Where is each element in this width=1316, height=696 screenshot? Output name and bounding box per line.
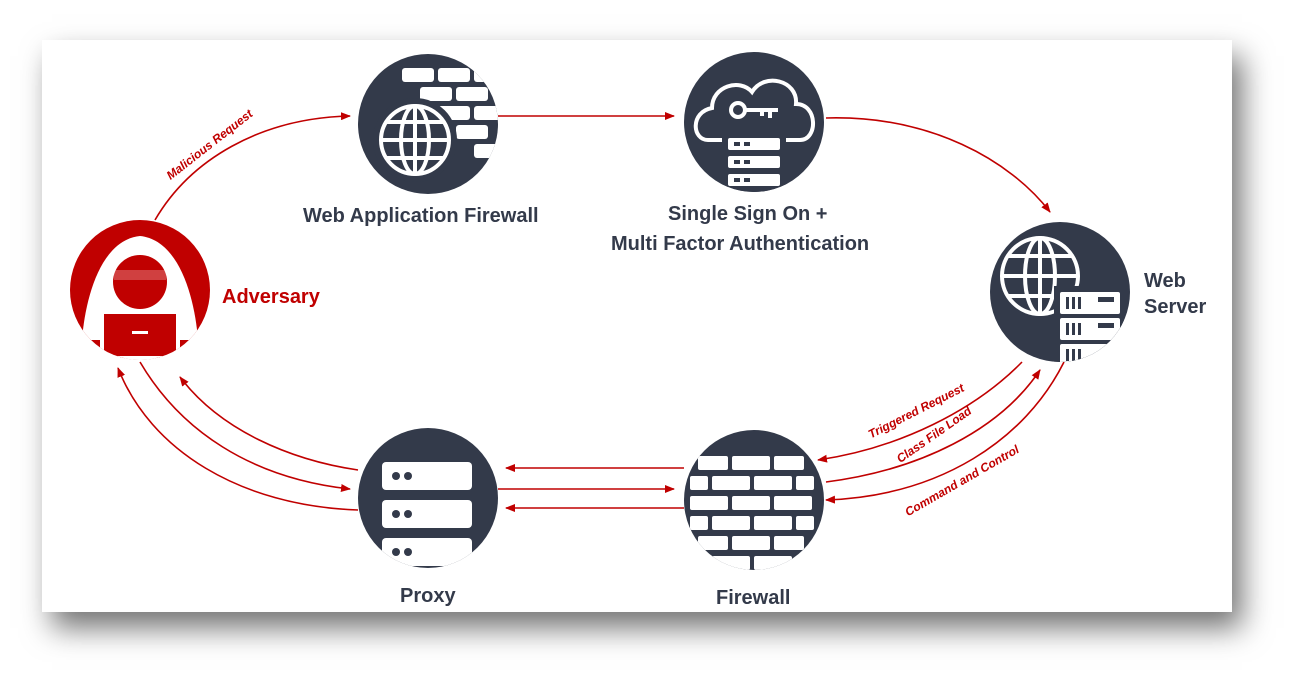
server-rack-icon xyxy=(382,462,472,566)
arrows xyxy=(117,112,1065,512)
arrow-webserver-to-firewall-c2 xyxy=(825,361,1065,504)
arrow-firewall-to-webserver-classload xyxy=(825,369,1041,483)
arrow-adversary-to-proxy xyxy=(139,361,351,492)
arrow-adversary-to-waf xyxy=(154,112,351,221)
waf-label: Web Application Firewall xyxy=(303,205,539,227)
arrow-webserver-to-firewall-triggered xyxy=(817,361,1023,463)
hooded-hacker-icon xyxy=(82,236,198,360)
sso-label-line1: Single Sign On + xyxy=(668,203,828,225)
firewall-label: Firewall xyxy=(716,587,791,609)
proxy-label: Proxy xyxy=(400,585,456,607)
webserver-label-line2: Server xyxy=(1144,296,1207,318)
brick-wall-icon xyxy=(690,456,814,570)
cloud-key-server-icon xyxy=(693,78,815,192)
sso-label-line2: Multi Factor Authentication xyxy=(611,233,870,255)
arrow-sso-to-webserver xyxy=(825,117,1051,213)
adversary-label: Adversary xyxy=(222,286,320,308)
firewall-node xyxy=(684,430,824,570)
globe-firewall-icon xyxy=(373,68,498,182)
waf-node xyxy=(358,54,498,194)
sso-node xyxy=(684,52,824,192)
arrow-proxy-to-adversary-2 xyxy=(117,367,359,511)
webserver-node xyxy=(990,222,1130,362)
arrow-proxy-to-adversary-1 xyxy=(179,376,359,471)
webserver-label-line1: Web xyxy=(1144,270,1186,292)
proxy-node xyxy=(358,428,498,568)
adversary-node xyxy=(70,220,210,360)
